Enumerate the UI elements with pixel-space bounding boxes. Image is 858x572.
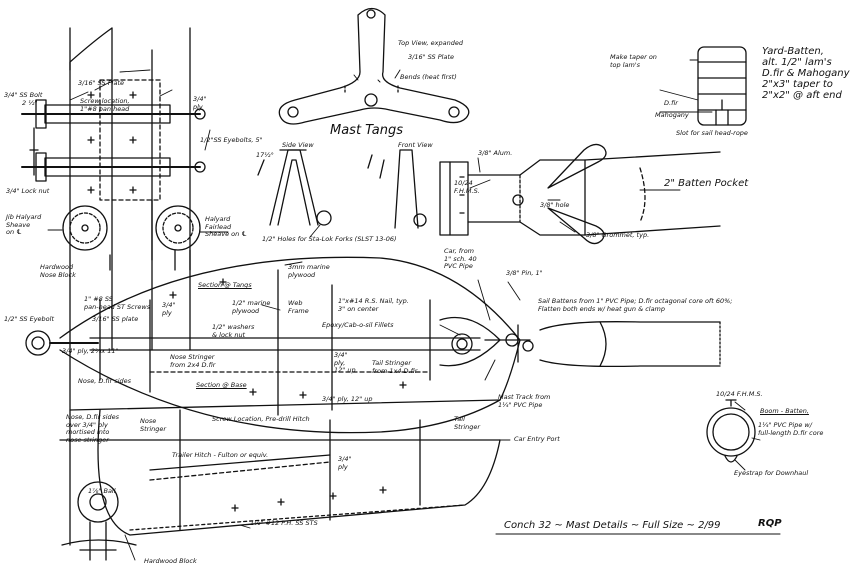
nose-stringer-short-label: Nose Stringer [140,417,167,433]
ss-bolt-label: 3/4" SS Bolt [4,91,43,99]
ph-screws-label: 1½" #12 P.H. SS STS [250,519,318,527]
tang-top-view-label: Top View, expanded [398,39,463,47]
tang-angle-label: 17½° [256,151,274,159]
tang-plate-label: 3/16" SS Plate [408,53,454,61]
ply-12-up-a-label: 3/4" ply, 12" up [334,351,356,374]
yard-batten-section [697,46,747,126]
tang-side-view-label: Side View [282,141,314,149]
web-frame-label: Web Frame [288,299,309,315]
sail-battens-label: Sail Battens from 1" PVC Pipe; D.fir oct… [538,297,733,313]
mast-side-elevation [21,27,206,546]
pin-label: 3/8" Pin, 1" [506,269,543,277]
hardwood-block-label: Hardwood Block [144,557,197,565]
screw-loc-label: Screw Location, Pre-drill Hitch [212,415,310,423]
ss-screw-label: 1" #8 SS pan-head ST Screws [84,295,151,311]
mast-tangs-heading: Mast Tangs [330,123,403,138]
drawing-signature: RQP [758,518,782,529]
marine-ply-half-label: 1/2" marine plywood [232,299,271,315]
plate-16-label: 3/16" SS plate [92,315,139,323]
batten-pocket-detail [439,143,721,245]
eyebolts-label: 1/2"SS Eyebolts, 5" [200,136,263,144]
leader-lines [47,59,781,561]
ply-vertical-label: 3/4" ply [338,455,352,471]
ball-label: 1⅞" Ball [88,487,116,495]
tang-holes-label: 1/2" Holes for Sta-Lok Forks (SLST 13-06… [262,235,397,243]
car-entry-label: Car Entry Port [514,435,560,443]
ply-12-up-b-label: 3/4" ply, 12" up [322,395,373,403]
section-tangs-label: Section @ Tangs [198,281,252,289]
nail-label: 1"x#14 R.S. Nail, typ. 3" on center [338,297,409,313]
tail-stringer-label: Tail Stringer from 1x4 D.fir [372,359,418,375]
left-ply-label: 3/4" ply [193,95,207,111]
boom-batten-section [706,399,756,463]
bolt-length-label: 2 ½" [22,99,38,107]
eyebolt-label: 1/2" SS Eyebolt [4,315,55,323]
epoxy-label: Epoxy/Cab-o-sil Fillets [322,321,394,329]
dfir-label: D.fir [664,99,678,107]
yard-batten-title: Yard-Batten, alt. 1/2" lam's D.fir & Mah… [762,46,850,101]
hardwood-nose-label: Hardwood Nose Block [40,263,76,279]
eyestrap-label: Eyestrap for Downhaul [734,469,809,477]
nose-stringer-label: Nose Stringer from 2x4 D.fir [170,353,216,369]
boom-pipe-label: 1¼" PVC Pipe w/ full-length D.fir core [758,421,824,437]
mahogany-label: Mahogany [655,111,689,119]
drawing-title: Conch 32 ~ Mast Details ~ Full Size ~ 2/… [504,520,721,531]
mast-tang-side-front-view [257,149,427,229]
jib-halyard-label: Jib Halyard Sheave on ℄ [6,213,42,236]
main-sections [25,256,721,561]
alum-label: 3/8" Alum. [478,149,513,157]
halyard-fairlead-label: Halyard Fairlead Sheave on ℄ [205,215,248,238]
mast-track-label: Mast Track from 1¼" PVC Pipe [498,393,551,409]
ply-34-label: 3/4" ply [162,301,176,317]
hole-label: 3/8" hole [540,201,570,209]
mast-tang-top-view [278,7,470,125]
boom-batten-label: Boom - Batten, [760,407,809,415]
boom-fhms-label: 10/24 F.H.M.S. [716,390,763,398]
taper-note: Make taper on top lam's [610,53,657,69]
tang-front-view-label: Front View [398,141,433,149]
ply-size-label: 3/4" ply, 2¾x 11" [62,347,119,355]
screw-location-label: Screw location, 1"#8 pan head [80,97,130,113]
tang-bends-label: Bends (heat first) [400,73,457,81]
car-label: Car, from 1" sch. 40 PVC Pipe [444,247,477,270]
grommet-label: 3/8" Grommet, typ. [586,231,650,239]
batten-pocket-label: 2" Batten Pocket [664,178,749,189]
nose-sides-over-label: Nose, D.fir sides over 3/4" ply mortised… [66,413,120,444]
section-base-label: Section @ Base [196,381,247,389]
trailer-hitch-label: Trailer Hitch - Fulton or equiv. [172,451,269,459]
fhms-label: 10/24 F.H.M.S. [454,179,480,195]
nose-sides-label: Nose, D.fir sides [78,377,132,385]
lock-nut-label: 3/4" Lock nut [6,187,50,195]
left-plate-label: 3/16" SS Plate [78,79,124,87]
marine-ply-3mm-label: 3mm marine plywood [288,263,330,279]
tail-stringer-short-label: Tail Stringer [454,415,481,431]
washers-label: 1/2" washers & lock nut [212,323,255,339]
slot-label: Slot for sail head-rope [676,129,748,137]
